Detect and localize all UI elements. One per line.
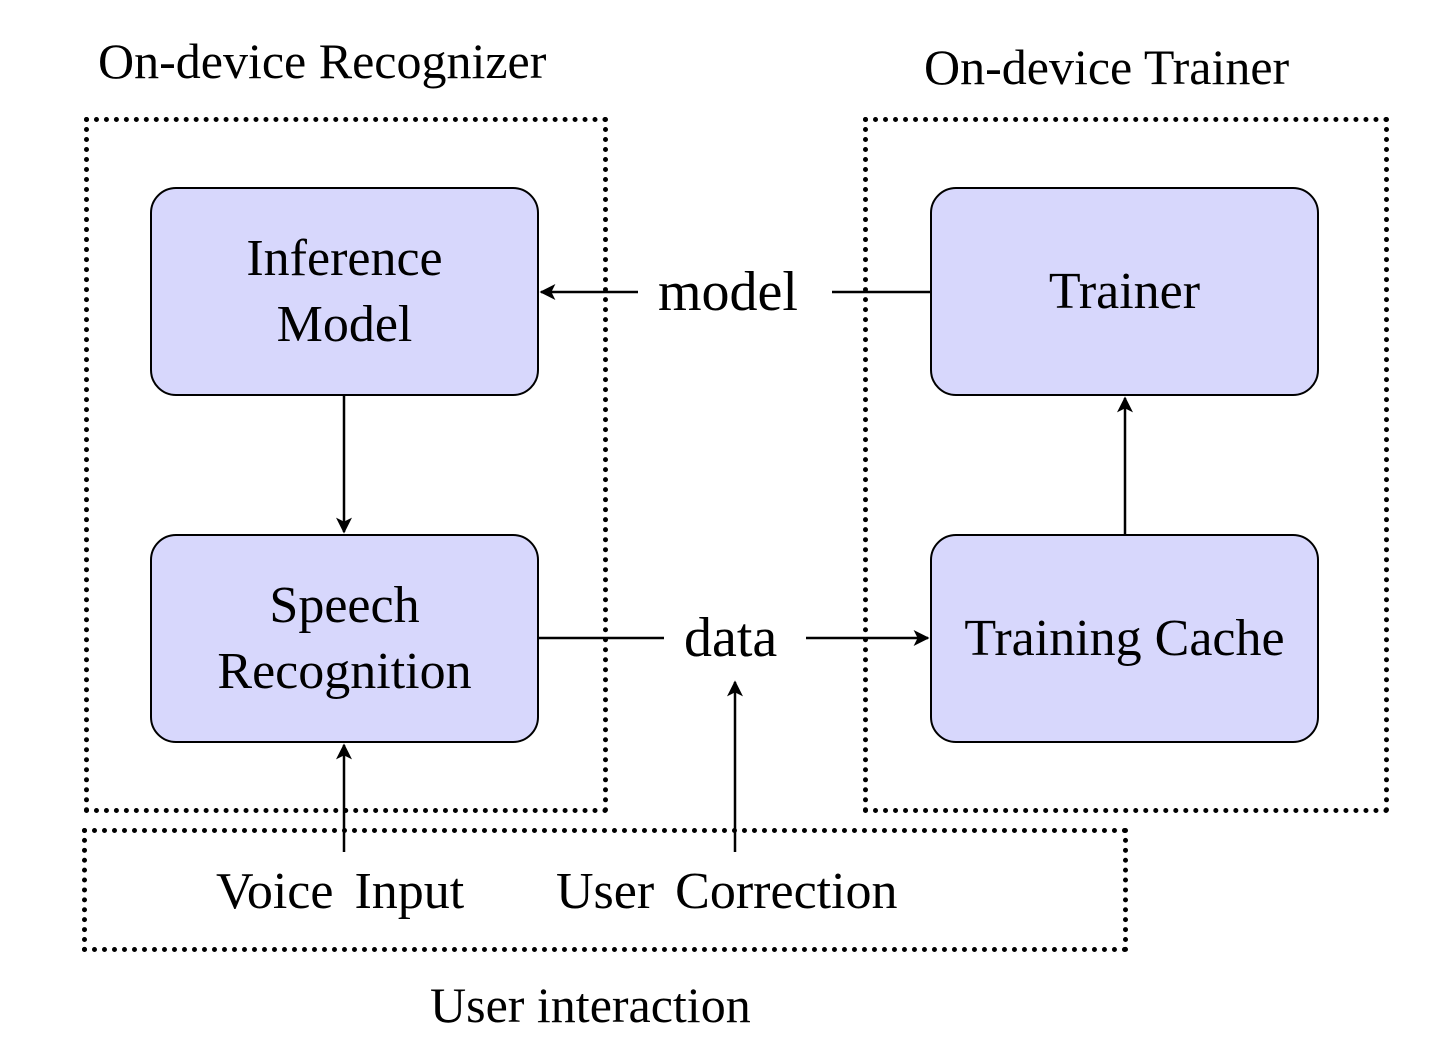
training-cache-line-1: Training Cache xyxy=(964,609,1285,667)
speech-recognition-line-1: Speech xyxy=(269,576,420,634)
speech-recognition-line-2: Recognition xyxy=(217,642,472,700)
trainer-group-title: On-device Trainer xyxy=(924,39,1290,95)
inference-model-line-2: Model xyxy=(276,295,413,353)
inference-model-node: Inference Model xyxy=(150,187,539,396)
training-cache-node: Training Cache xyxy=(930,534,1319,743)
user-correction-label: User Correction xyxy=(556,863,898,920)
trainer-line-1: Trainer xyxy=(1048,262,1201,320)
user-interaction-group-title: User interaction xyxy=(430,977,751,1033)
data-flow-label: data xyxy=(684,607,778,669)
trainer-node: Trainer xyxy=(930,187,1319,396)
speech-recognition-node: Speech Recognition xyxy=(150,534,539,743)
model-flow-label: model xyxy=(658,261,798,323)
voice-input-label: Voice Input xyxy=(216,863,465,920)
trainer-group-frame xyxy=(863,117,1389,813)
user-interaction-group-frame xyxy=(82,828,1128,952)
inference-model-line-1: Inference xyxy=(246,229,443,287)
recognizer-group-title: On-device Recognizer xyxy=(98,33,547,89)
recognizer-group-frame xyxy=(84,117,608,813)
